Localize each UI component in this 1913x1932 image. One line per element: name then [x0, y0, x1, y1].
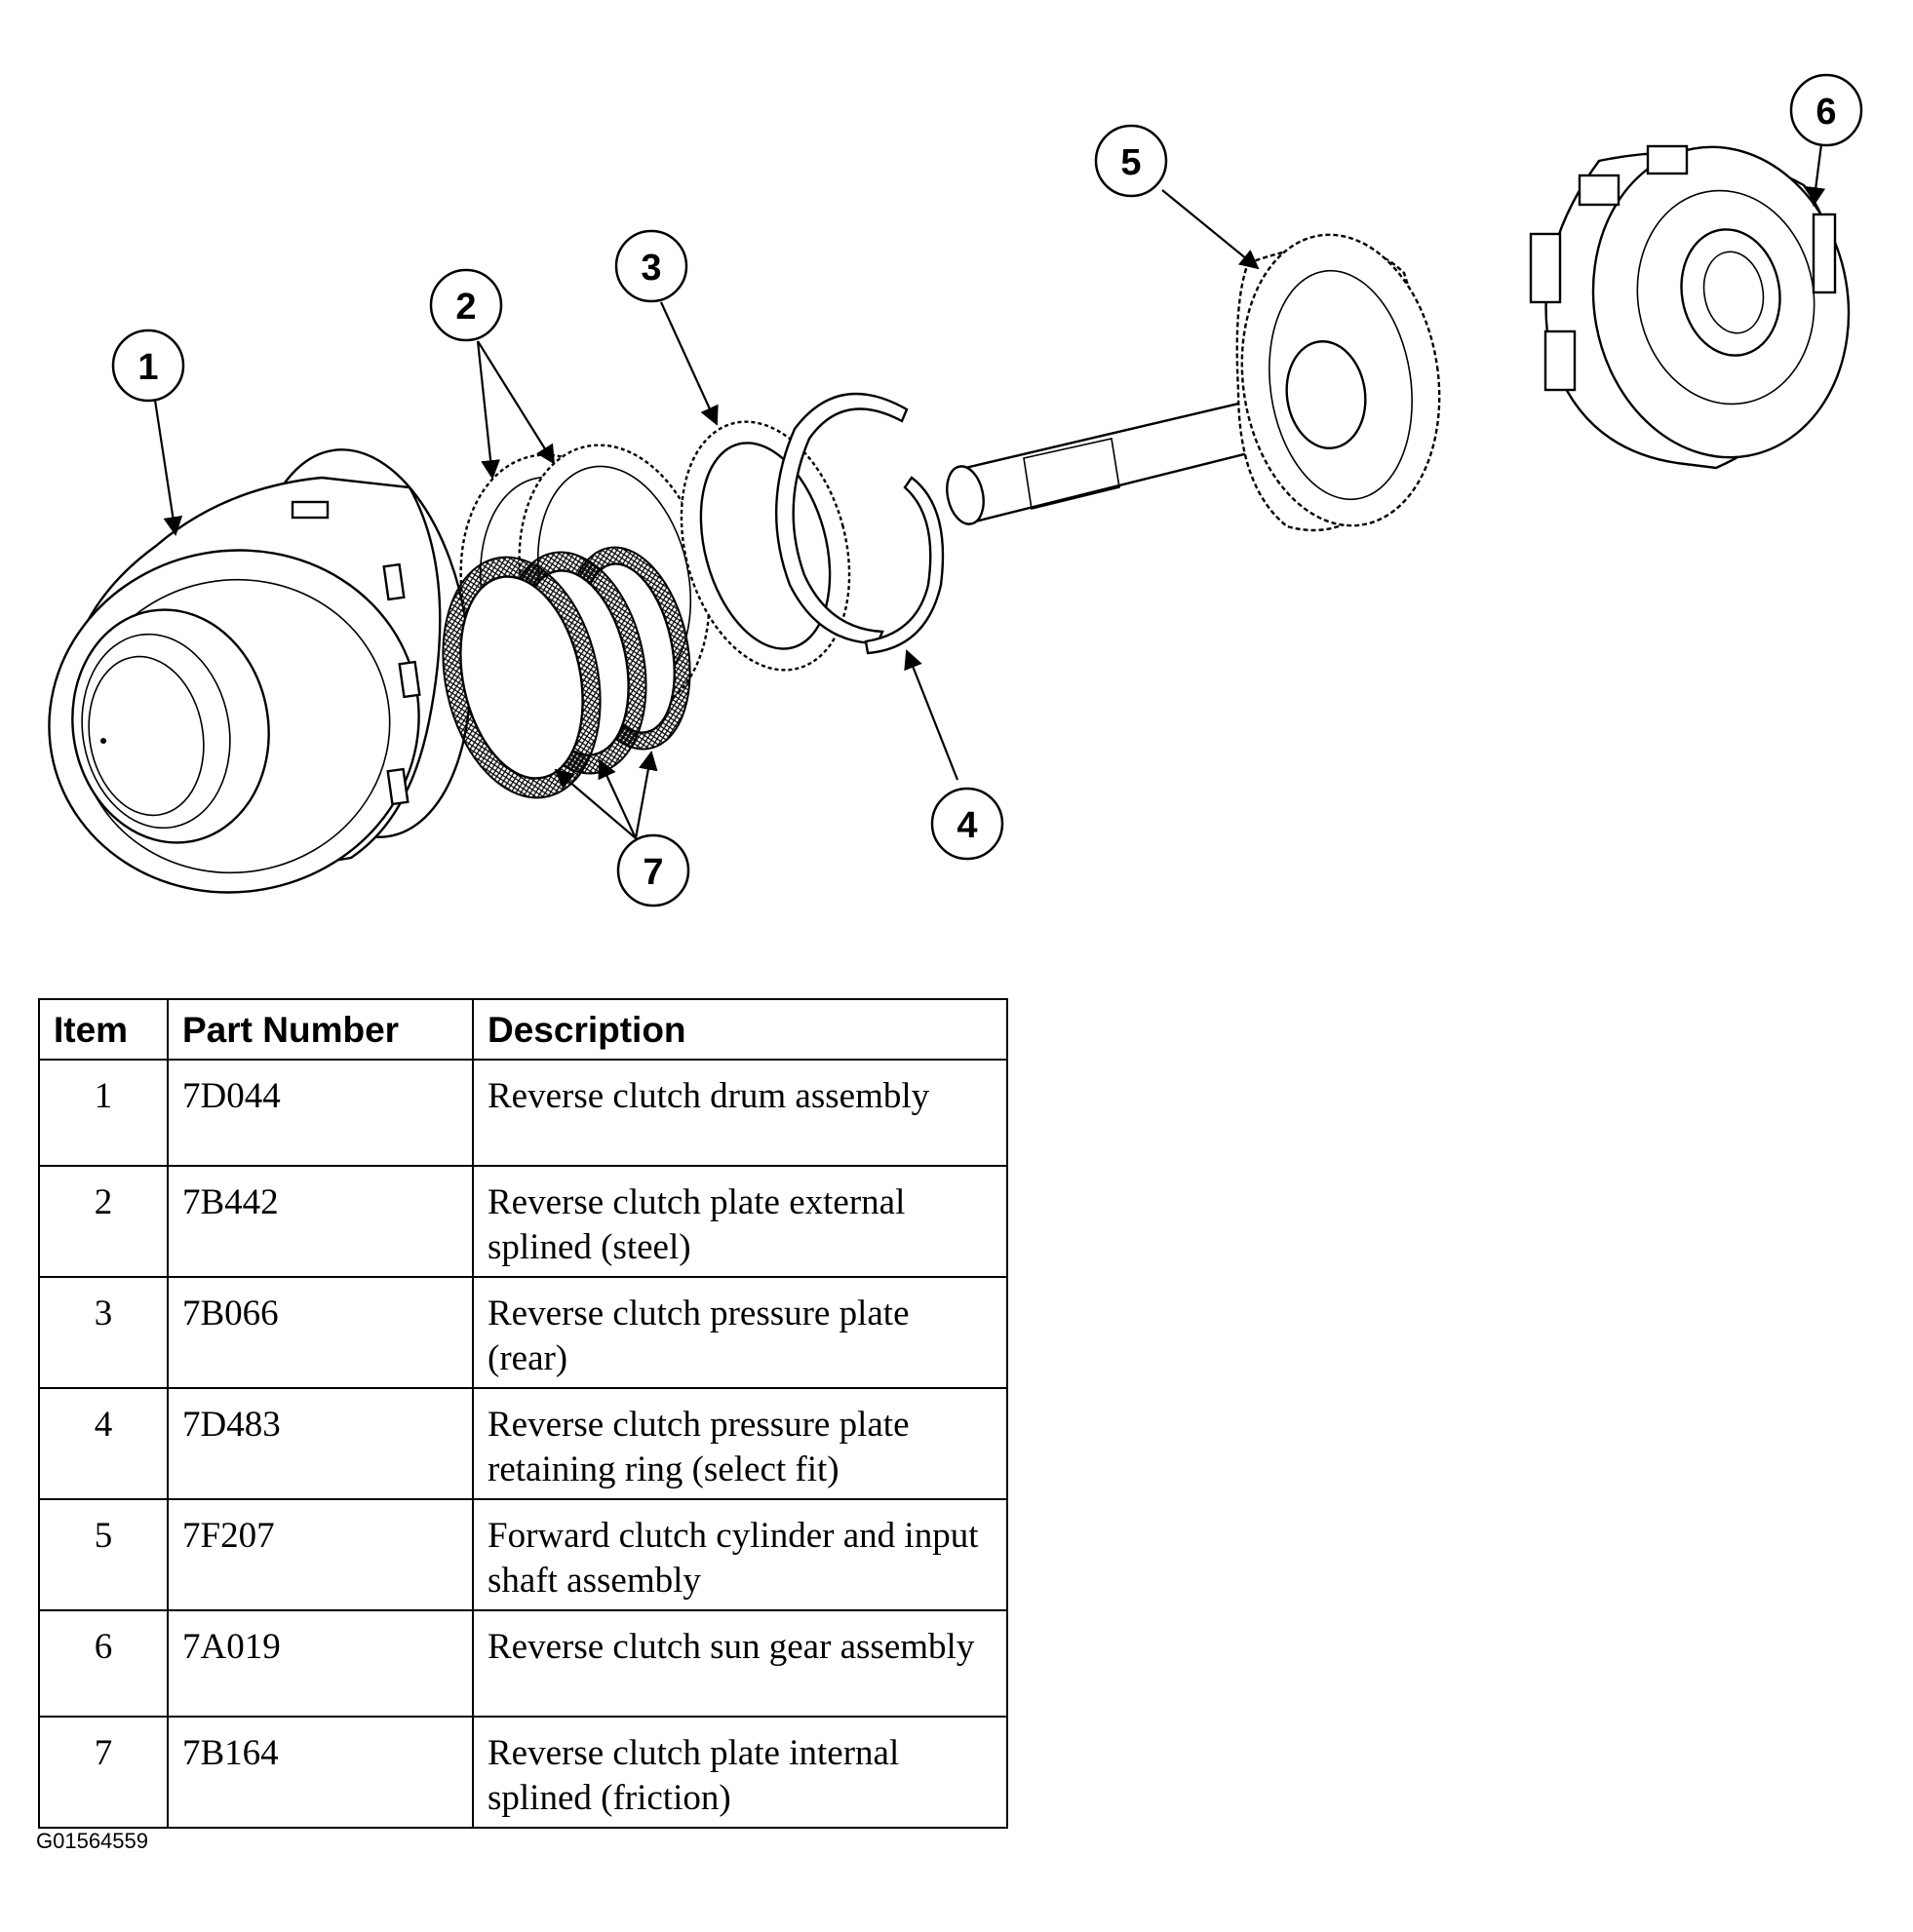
- description-cell: Reverse clutch sun gear assembly: [472, 1609, 1008, 1718]
- description-cell: Reverse clutch drum assembly: [472, 1059, 1008, 1167]
- item-cell: 2: [38, 1165, 169, 1278]
- table-row: 5 7F207 Forward clutch cylinder and inpu…: [38, 1498, 1008, 1611]
- description-cell: Reverse clutch plate internal splined (f…: [472, 1716, 1008, 1829]
- callout-5-label: 5: [1120, 142, 1141, 183]
- input-shaft-part: [946, 233, 1441, 532]
- part-number-cell: 7B164: [167, 1716, 474, 1829]
- callout-5: 5: [1094, 124, 1168, 198]
- leader-lines: [152, 143, 1826, 839]
- retaining-ring-part: [774, 392, 945, 655]
- item-cell: 3: [38, 1276, 169, 1389]
- callout-4: 4: [930, 787, 1004, 861]
- item-cell: 4: [38, 1387, 169, 1500]
- callout-6-label: 6: [1815, 92, 1836, 133]
- callout-7: 7: [616, 833, 690, 908]
- table-row: 7 7B164 Reverse clutch plate internal sp…: [38, 1716, 1008, 1829]
- callout-3: 3: [614, 229, 688, 303]
- parts-table: Item Part Number Description 1 7D044 Rev…: [38, 998, 1008, 1829]
- item-cell: 5: [38, 1498, 169, 1611]
- item-column-header: Item: [38, 998, 169, 1061]
- callout-2: 2: [429, 268, 503, 342]
- callout-2-label: 2: [455, 287, 476, 328]
- item-cell: 1: [38, 1059, 169, 1167]
- part-number-cell: 7B442: [167, 1165, 474, 1278]
- table-row: 1 7D044 Reverse clutch drum assembly: [38, 1059, 1008, 1167]
- table-row: 4 7D483 Reverse clutch pressure plate re…: [38, 1387, 1008, 1500]
- part-number-cell: 7D044: [167, 1059, 474, 1167]
- callout-6: 6: [1789, 73, 1863, 147]
- figure-id: G01564559: [36, 1829, 148, 1853]
- sun-gear-assembly-part: [1529, 144, 1851, 470]
- description-column-header: Description: [472, 998, 1008, 1061]
- description-cell: Reverse clutch pressure plate (rear): [472, 1276, 1008, 1389]
- item-cell: 6: [38, 1609, 169, 1718]
- exploded-view-diagram: 1 2 3 4 5 6 7: [48, 73, 1863, 908]
- callout-1-label: 1: [137, 347, 158, 388]
- part-number-column-header: Part Number: [167, 998, 474, 1061]
- table-row: 6 7A019 Reverse clutch sun gear assembly: [38, 1609, 1008, 1718]
- part-number-cell: 7A019: [167, 1609, 474, 1718]
- table-row: 2 7B442 Reverse clutch plate external sp…: [38, 1165, 1008, 1278]
- part-number-cell: 7D483: [167, 1387, 474, 1500]
- description-cell: Forward clutch cylinder and input shaft …: [472, 1498, 1008, 1611]
- table-header-row: Item Part Number Description: [38, 998, 1008, 1061]
- table-row: 3 7B066 Reverse clutch pressure plate (r…: [38, 1276, 1008, 1389]
- reverse-clutch-drum-part: [48, 448, 472, 894]
- part-number-cell: 7F207: [167, 1498, 474, 1611]
- clutch-plates-part: [442, 444, 711, 799]
- callout-4-label: 4: [956, 805, 977, 846]
- callout-1: 1: [111, 328, 185, 403]
- part-number-cell: 7B066: [167, 1276, 474, 1389]
- callout-7-label: 7: [643, 852, 663, 893]
- description-cell: Reverse clutch plate external splined (s…: [472, 1165, 1008, 1278]
- item-cell: 7: [38, 1716, 169, 1829]
- description-cell: Reverse clutch pressure plate retaining …: [472, 1387, 1008, 1500]
- callout-3-label: 3: [641, 248, 661, 289]
